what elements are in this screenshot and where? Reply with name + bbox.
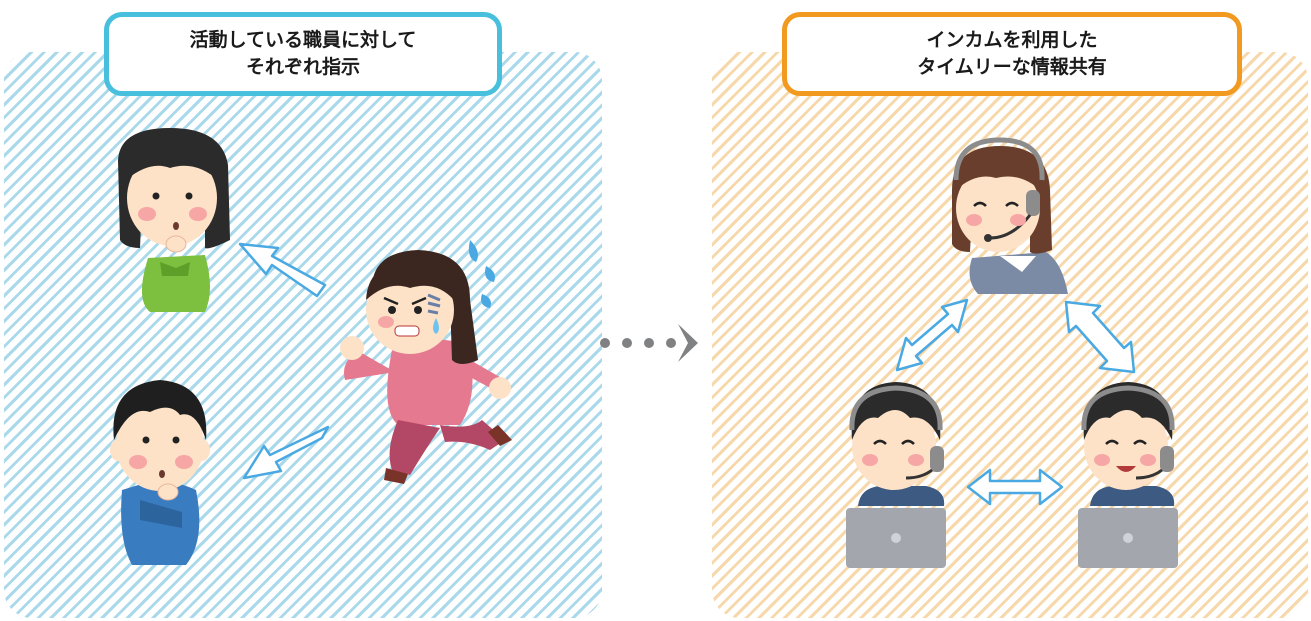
right-panel-title: インカムを利用した タイムリーな情報共有: [782, 12, 1242, 96]
double-arrow-bottom-icon: [966, 468, 1064, 506]
double-arrow-top-left-icon: [895, 298, 969, 372]
right-title-line1: インカムを利用した: [926, 29, 1098, 51]
double-arrow-top-right-icon: [1064, 300, 1136, 374]
arrow-to-woman-icon: [238, 242, 327, 298]
arrow-to-man-icon: [242, 425, 330, 480]
thinking-man-figure: [110, 380, 210, 565]
left-title-line2: それぞれ指示: [245, 56, 360, 78]
left-panel-background: [4, 52, 602, 618]
right-title-line2: タイムリーな情報共有: [917, 56, 1107, 78]
left-panel-title: 活動している職員に対して それぞれ指示: [104, 12, 502, 96]
running-woman-figure: [340, 240, 512, 484]
left-title-line1: 活動している職員に対して: [189, 29, 417, 51]
headset-operator-left-figure: [846, 382, 946, 568]
headset-operator-right-figure: [1078, 382, 1178, 568]
dots-chevron-arrow-icon: [600, 324, 698, 362]
thinking-woman-figure: [118, 128, 230, 312]
right-panel-background: [712, 52, 1308, 618]
headset-operator-top-figure: [952, 137, 1068, 294]
